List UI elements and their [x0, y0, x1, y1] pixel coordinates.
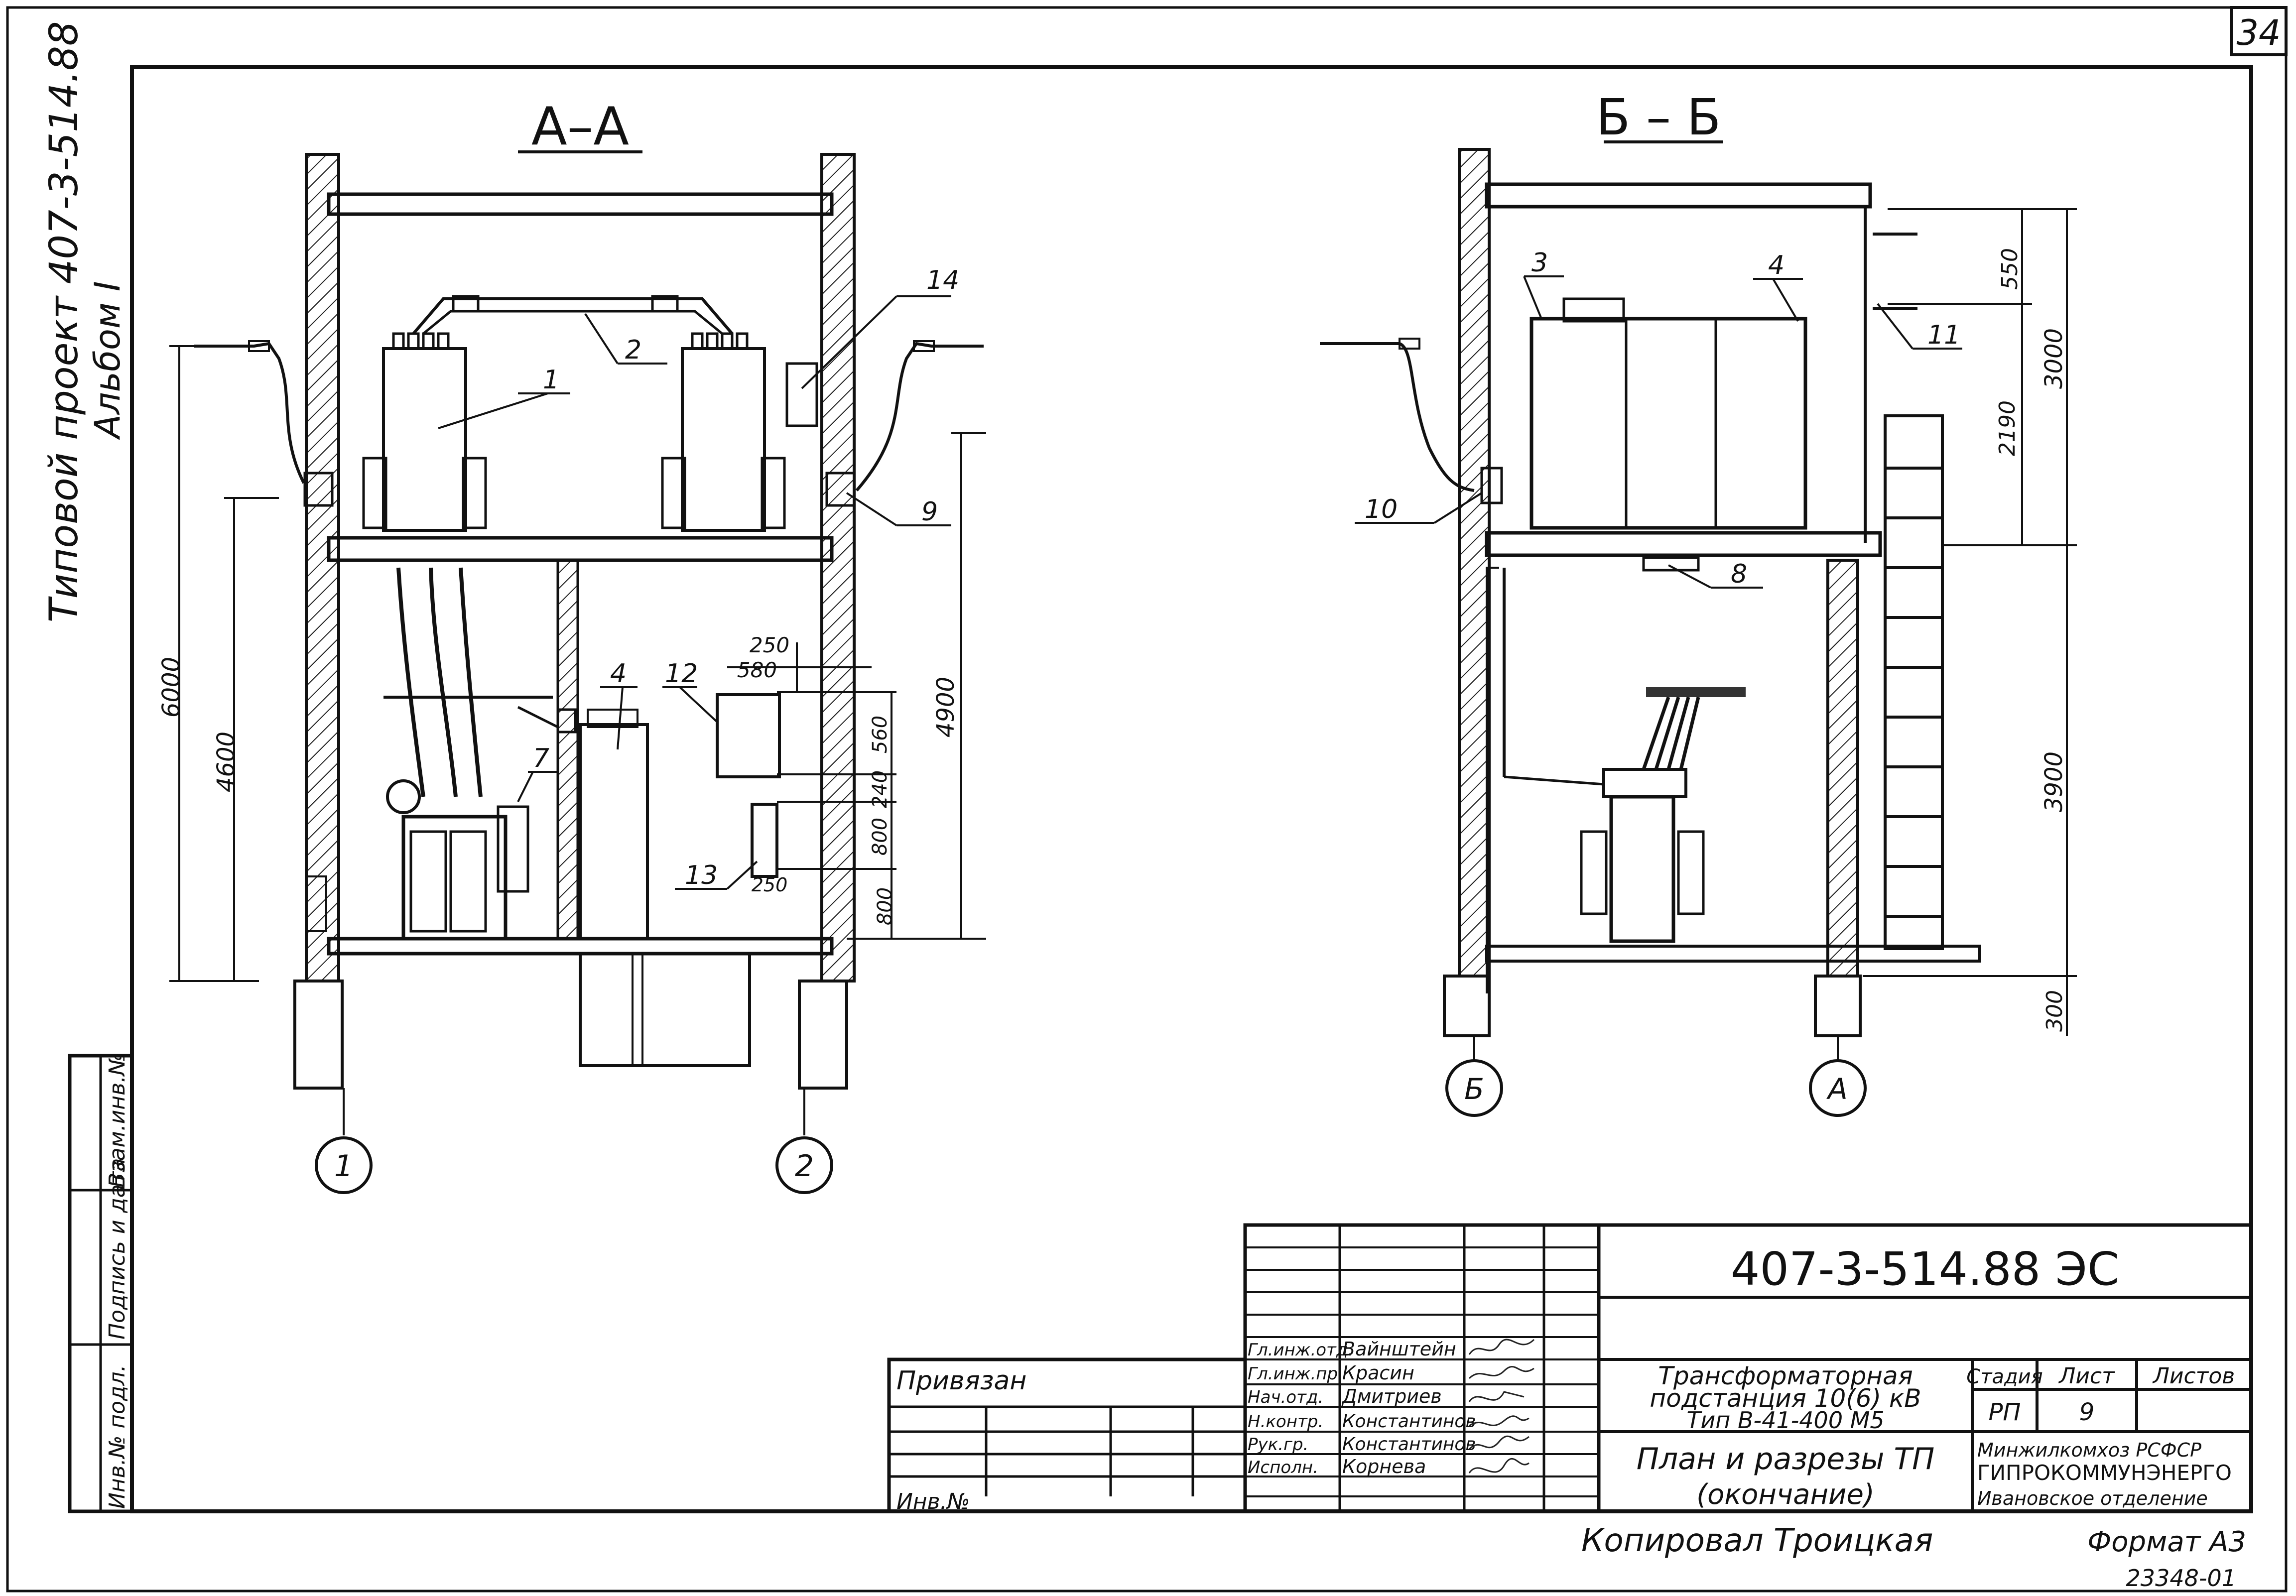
object-line-3: Тип В-41-400 М5: [1686, 1407, 1884, 1434]
dim-580: 580: [737, 658, 777, 682]
section-bb-title: Б – Б: [1596, 88, 1721, 146]
dim-800-a: 800: [869, 818, 892, 856]
signature-date-label: Подпись и дата: [105, 1158, 130, 1340]
album-title: Альбом I: [87, 281, 128, 440]
dim-550: 550: [1997, 248, 2023, 290]
role-0: Гл.инж.отд.: [1248, 1340, 1353, 1360]
dim-3900: 3900: [2040, 751, 2068, 812]
list-value: 9: [2079, 1398, 2095, 1426]
object-line-1: Трансформаторная: [1658, 1361, 1913, 1390]
callout-8: 8: [1731, 559, 1747, 589]
section-bb: Б – Б: [1320, 88, 2077, 1117]
role-3: Н.контр.: [1248, 1412, 1323, 1432]
callout-4: 4: [610, 659, 627, 689]
sheet-title-1: План и разрезы ТП: [1637, 1442, 1934, 1476]
sheet-frame: 34: [6, 6, 2288, 1593]
org-line-3: Ивановское отделение: [1977, 1487, 2208, 1509]
callout-1: 1: [543, 365, 559, 395]
callout-3: 3: [1531, 248, 1548, 278]
name-3: Константинов: [1342, 1411, 1476, 1432]
dim-800-b: 800: [874, 887, 896, 925]
dim-240: 240: [869, 770, 892, 808]
callout-14: 14: [926, 265, 959, 295]
role-5: Исполн.: [1248, 1458, 1318, 1477]
stage-header: Стадия: [1966, 1365, 2042, 1388]
name-0: Вайнштейн: [1342, 1338, 1456, 1360]
name-2: Дмитриев: [1341, 1385, 1442, 1407]
org-line-1: Минжилкомхоз РСФСР: [1977, 1439, 2201, 1461]
callout-11: 11: [1927, 320, 1960, 350]
dim-3000: 3000: [2040, 328, 2068, 389]
object-line-2: подстанция 10(6) кВ: [1650, 1384, 1921, 1413]
vzam-inv-label: Взам.инв.№: [105, 1053, 130, 1188]
side-title: Типовой проект 407-3-514.88 Альбом I: [42, 21, 128, 622]
bottom-code: 23348-01: [2126, 1565, 2236, 1592]
title-block: Привязан Инв.№ Гл.инж.отд. Гл.инж.пр. На…: [887, 1223, 2253, 1514]
dim-4600: 4600: [212, 732, 240, 792]
axis-a: А: [1826, 1072, 1848, 1106]
copied-by: Копировал Троицкая: [1581, 1522, 1933, 1559]
callout-13: 13: [685, 860, 718, 890]
dim-300: 300: [2042, 990, 2067, 1032]
callout-4-bb: 4: [1768, 250, 1785, 280]
dim-250-top: 250: [750, 633, 789, 657]
inv-no-label: Инв.№: [896, 1489, 970, 1514]
dim-560: 560: [869, 716, 892, 753]
role-2: Нач.отд.: [1248, 1387, 1323, 1407]
left-strip: Инв.№ подл. Подпись и дата Взам.инв.№: [68, 1053, 134, 1513]
dim-2190: 2190: [1995, 400, 2020, 456]
callout-9: 9: [921, 497, 938, 527]
axis-2: 2: [795, 1149, 814, 1184]
section-aa-title: А–А: [531, 96, 629, 157]
signatures: [1468, 1339, 1535, 1473]
dim-250-bottom: 250: [752, 874, 788, 896]
section-aa: А–А: [157, 96, 986, 1194]
stage-value: РП: [1988, 1398, 2021, 1426]
name-5: Корнева: [1342, 1456, 1426, 1477]
callout-10: 10: [1365, 494, 1398, 524]
sheet-title-2: (окончание): [1696, 1478, 1875, 1511]
callout-12: 12: [665, 659, 698, 689]
callout-2: 2: [625, 335, 641, 365]
format-label: Формат А3: [2087, 1526, 2246, 1558]
list-header: Лист: [2058, 1363, 2115, 1389]
dim-4900: 4900: [932, 677, 960, 737]
name-1: Красин: [1342, 1362, 1414, 1384]
lists-header: Листов: [2152, 1363, 2235, 1389]
document-code: 407-3-514.88 ЭС: [1731, 1242, 2119, 1296]
dim-6000: 6000: [157, 657, 185, 718]
callout-7: 7: [533, 743, 549, 773]
page-number: 34: [2236, 12, 2281, 53]
role-1: Гл.инж.пр.: [1248, 1364, 1343, 1384]
project-title: Типовой проект 407-3-514.88: [42, 21, 87, 622]
inv-podl-label: Инв.№ подл.: [105, 1364, 130, 1509]
org-line-2: ГИПРОКОММУНЭНЕРГО: [1977, 1461, 2232, 1485]
name-4: Константинов: [1342, 1434, 1476, 1455]
privyazan-label: Привязан: [896, 1366, 1026, 1396]
axis-b: Б: [1464, 1072, 1484, 1106]
axis-1: 1: [334, 1149, 353, 1184]
role-4: Рук.гр.: [1248, 1435, 1308, 1455]
